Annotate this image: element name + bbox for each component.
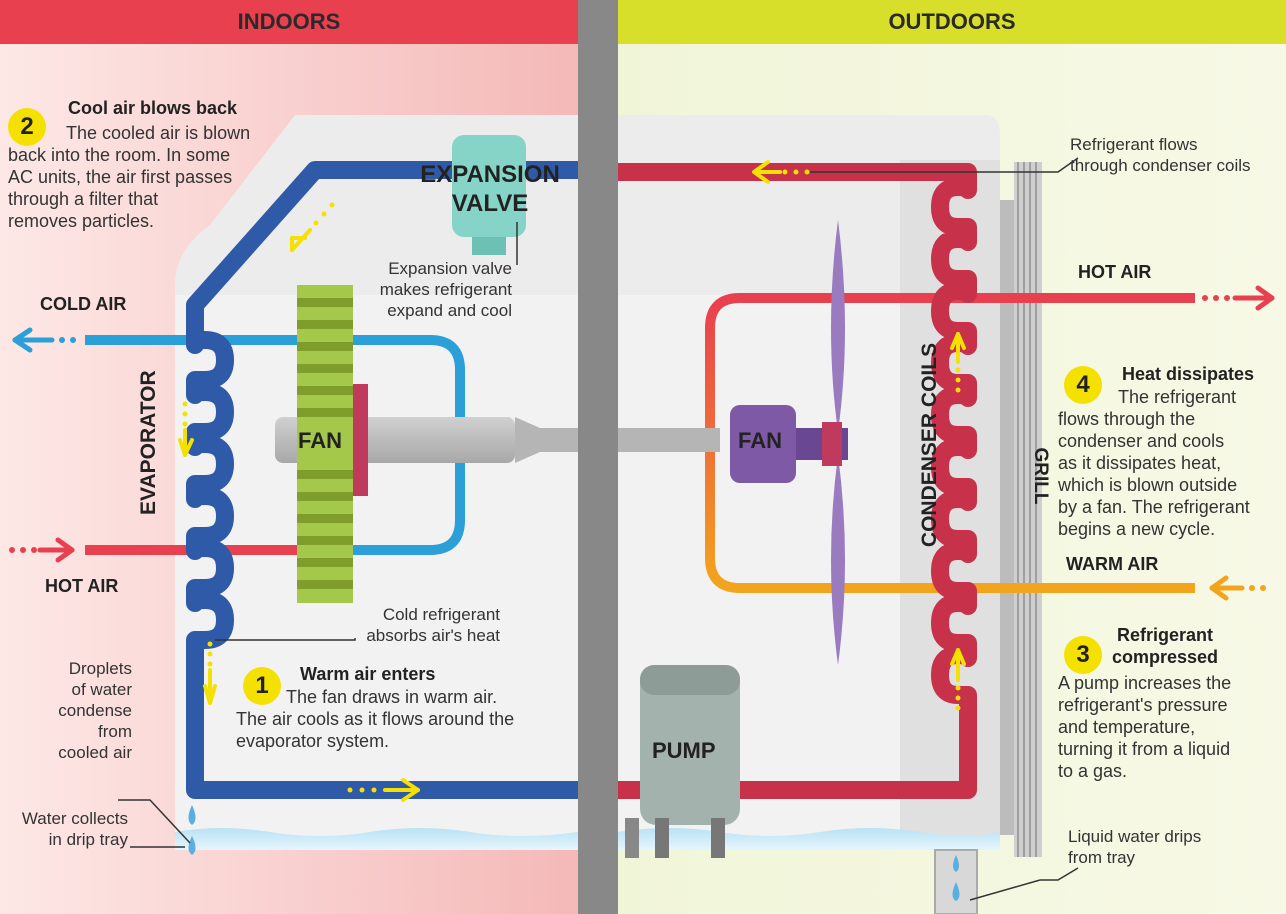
air-arrows — [12, 285, 1275, 601]
indoors-header: INDOORS — [237, 9, 341, 34]
cold-refrigerant-annotation: Cold refrigerant absorbs air's heat — [366, 605, 500, 645]
condenser-coils-label: CONDENSER COILS — [918, 342, 941, 548]
cold-air-loop — [85, 335, 465, 555]
hot-air-indoor-label: HOT AIR — [45, 576, 119, 596]
wall-divider — [578, 0, 618, 914]
grill-label: GRILL — [1030, 447, 1051, 505]
outdoor-fan-label: FAN — [738, 428, 782, 453]
drip-tray-water — [175, 828, 578, 850]
condenser-pipe — [618, 163, 977, 799]
step-1-title: Warm air enters — [300, 664, 436, 684]
liquid-water-annotation: Liquid water drips from tray — [1068, 827, 1202, 867]
flow-arrows — [178, 160, 966, 802]
air-dots — [9, 295, 1266, 591]
leader-lines — [118, 157, 1079, 901]
expansion-valve-label: EXPANSION VALVE — [420, 161, 560, 217]
step-3-badge: 3 — [1064, 636, 1102, 674]
outdoor-header-bar — [618, 0, 1286, 44]
step-2-body: The cooled air is blown back into the ro… — [8, 123, 251, 231]
step-3-body: A pump increases the refrigerant's press… — [1058, 673, 1232, 781]
step-3-title: Refrigerant compressed — [1112, 625, 1219, 667]
step-4-badge: 4 — [1064, 366, 1102, 404]
step-1-badge: 1 — [243, 667, 281, 705]
droplets-annotation: Droplets of water condense from cooled a… — [58, 659, 132, 762]
drip-tray-annotation: Water collects in drip tray — [21, 809, 128, 849]
evaporator-label: EVAPORATOR — [137, 370, 160, 515]
condenser-flow-annotation: Refrigerant flows through condenser coil… — [1070, 135, 1251, 175]
pump-label: PUMP — [652, 738, 716, 763]
warm-air-label: WARM AIR — [1066, 554, 1159, 574]
indoor-fan — [297, 285, 368, 603]
expansion-valve — [452, 135, 526, 255]
pump — [625, 665, 740, 858]
evaporator-pipe — [186, 161, 578, 799]
step-4-body: The refrigerant flows through the conden… — [1058, 387, 1250, 539]
drain-drop-1 — [953, 855, 959, 872]
step-2-title: Cool air blows back — [68, 98, 238, 118]
drain-drop-2 — [952, 882, 960, 901]
hot-air-outdoor-label: HOT AIR — [1078, 262, 1152, 282]
expansion-valve-annotation: Expansion valve makes refrigerant expand… — [379, 259, 512, 320]
step-4-title: Heat dissipates — [1122, 364, 1255, 384]
step-1-body: The fan draws in warm air. The air cools… — [236, 687, 515, 751]
flow-dots — [182, 169, 961, 793]
cold-air-label: COLD AIR — [40, 294, 127, 314]
unit-casing-indoor-lower — [175, 295, 578, 850]
grill — [1000, 162, 1042, 857]
indoor-header-bar — [0, 0, 578, 44]
outdoor-fan — [730, 220, 848, 665]
droplets — [188, 805, 196, 855]
outdoors-header: OUTDOORS — [888, 9, 1016, 34]
step-2-badge: 2 — [8, 108, 46, 146]
indoor-fan-label: FAN — [298, 428, 342, 453]
